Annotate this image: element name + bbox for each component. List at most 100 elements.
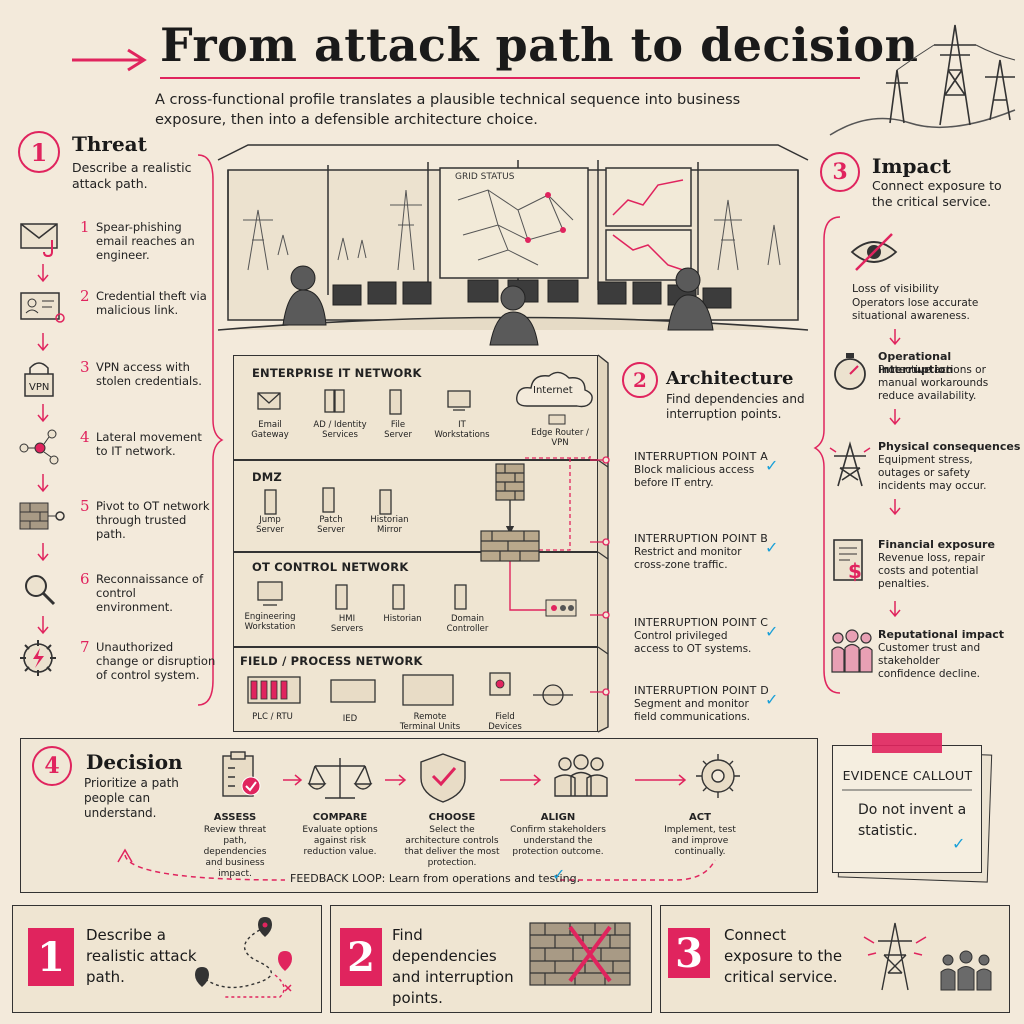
eye-slash-icon — [850, 233, 898, 271]
interruption-check-icon: ✓ — [765, 538, 779, 557]
ot-switch-icon — [545, 599, 577, 617]
decision-description: Prioritize a path people can understand. — [84, 776, 179, 820]
down-arrow-icon — [37, 616, 49, 635]
interruption-point-title: INTERRUPTION POINT C — [634, 616, 769, 629]
zone-node-label: Jump Server — [256, 515, 284, 535]
evidence-callout — [832, 745, 982, 873]
feedback-loop-arrow — [117, 848, 716, 881]
zone-node-label: IT Workstations — [434, 420, 490, 440]
threat-step-text: Reconnaissance of control environment. — [96, 572, 204, 614]
impact-number-badge: 3 — [820, 152, 860, 192]
zone-node-label: Remote Terminal Units — [399, 712, 461, 732]
summary-text-2: Find dependencies and interruption point… — [392, 926, 514, 1007]
map-route-icon — [195, 917, 292, 998]
interruption-check-icon: ✓ — [765, 622, 779, 641]
title-underline — [160, 77, 860, 79]
attack-path-lines — [505, 456, 591, 611]
zone-node-label: Historian — [383, 614, 422, 624]
down-arrow-icon — [889, 499, 901, 516]
zone-title-ot: OT CONTROL NETWORK — [252, 560, 409, 574]
decision-step-desc: Review threat path, dependencies and bus… — [203, 825, 267, 879]
summary-number-2: 2 — [340, 928, 382, 986]
decision-step-desc: Confirm stakeholders understand the prot… — [510, 825, 606, 857]
summary-number-1: 1 — [28, 928, 74, 986]
zone-node-label: Email Gateway — [251, 420, 289, 440]
zone-node-icons — [247, 389, 573, 706]
decision-step-desc: Evaluate options against risk reduction … — [302, 825, 378, 857]
decision-step-title: ACT — [689, 812, 711, 823]
threat-description: Describe a realistic attack path. — [72, 160, 192, 191]
decision-step-title: ALIGN — [540, 812, 576, 823]
id-card-icon — [20, 292, 65, 323]
down-arrow-icon — [889, 329, 901, 346]
interruption-point-desc: Block malicious access before IT entry. — [634, 464, 755, 489]
threat-step-text: Credential theft via malicious link. — [96, 289, 207, 317]
firewall-icon-it — [495, 463, 525, 501]
magnifier-icon — [25, 575, 56, 606]
threat-step-number: 5 — [80, 497, 90, 515]
down-arrow-icon — [37, 474, 49, 493]
interruption-point-title: INTERRUPTION POINT B — [634, 532, 768, 545]
evidence-tape — [872, 733, 942, 753]
decision-panel — [20, 738, 818, 893]
threat-step-text: Lateral movement to IT network. — [96, 430, 202, 458]
zone-node-label: Field Devices — [488, 712, 522, 732]
zone-title-enterprise: ENTERPRISE IT NETWORK — [252, 366, 422, 380]
vpn-lock-icon: VPN — [24, 362, 54, 397]
threat-step-number: 6 — [80, 570, 90, 588]
impact-item-title: Physical consequences — [878, 440, 1021, 453]
impact-item-title: Reputational impact — [878, 628, 1005, 641]
summary-number-3: 3 — [668, 928, 710, 978]
zone-title-dmz: DMZ — [252, 470, 282, 484]
impact-item-desc: Protective actions or manual workarounds… — [878, 364, 989, 402]
threat-bracket — [197, 154, 224, 706]
impact-item-desc: Revenue loss, repair costs and potential… — [878, 552, 985, 590]
impact-item-title: Loss of visibility — [852, 282, 940, 295]
threat-step-text: Unauthorized change or disruption of con… — [96, 640, 216, 682]
firewall-key-icon — [19, 502, 65, 530]
broken-wall-icon — [529, 922, 631, 986]
decision-step-desc: Implement, test and improve continually. — [664, 825, 736, 857]
decision-step-title: COMPARE — [312, 812, 368, 823]
threat-step-number: 3 — [80, 358, 90, 376]
zone-node-label: Historian Mirror — [370, 515, 409, 535]
threat-number-badge: 1 — [18, 131, 60, 173]
svg-text:VPN: VPN — [29, 382, 49, 393]
page-subtitle: A cross-functional profile translates a … — [155, 92, 741, 128]
zone-title-field: FIELD / PROCESS NETWORK — [240, 654, 423, 668]
people-icon — [831, 629, 873, 673]
interruption-check-icon: ✓ — [765, 456, 779, 475]
impact-heading: Impact — [872, 154, 951, 178]
impact-item-title: Operational interruption — [878, 350, 954, 376]
zone-enterprise-it — [233, 355, 598, 460]
threat-step-number: 7 — [80, 638, 90, 656]
evidence-title: EVIDENCE CALLOUT — [842, 768, 973, 783]
threat-step-text: VPN access with stolen credentials. — [96, 360, 202, 388]
impact-item-desc: Customer trust and stakeholder confidenc… — [878, 642, 981, 680]
down-arrow-icon — [37, 333, 49, 352]
decision-step-desc: Select the architecture controls that de… — [404, 825, 500, 868]
pylon-landscape-icon — [829, 24, 1016, 136]
edge-router-label: Edge Router / VPN — [531, 428, 589, 448]
decision-step-icons — [222, 751, 740, 803]
decision-step-title: ASSESS — [213, 812, 257, 823]
pylon-icon — [829, 441, 871, 487]
impact-bracket — [813, 216, 841, 694]
summary-text-3: Connect exposure to the critical service… — [724, 926, 843, 986]
impact-description: Connect exposure to the critical service… — [872, 178, 1002, 209]
interruption-point-desc: Control privileged access to OT systems. — [634, 630, 752, 655]
feedback-check-icon: ✓ — [552, 865, 566, 884]
evidence-divider — [842, 789, 972, 791]
summary-text-1: Describe a realistic attack path. — [86, 926, 197, 986]
impact-item-title: Financial exposure — [878, 538, 995, 551]
down-arrow-icon — [37, 404, 49, 423]
architecture-heading: Architecture — [666, 368, 794, 389]
firewall-icon-dmz — [480, 530, 540, 562]
feedback-loop-label: FEEDBACK LOOP: Learn from operations and… — [290, 872, 581, 885]
stopwatch-icon — [834, 353, 866, 390]
evidence-text: Do not invent a statistic. — [858, 802, 967, 839]
impact-item-desc: Operators lose accurate situational awar… — [852, 297, 979, 322]
threat-step-number: 4 — [80, 428, 90, 446]
threat-step-text: Spear-phishing email reaches an engineer… — [96, 220, 195, 262]
down-arrow-icon — [889, 409, 901, 426]
